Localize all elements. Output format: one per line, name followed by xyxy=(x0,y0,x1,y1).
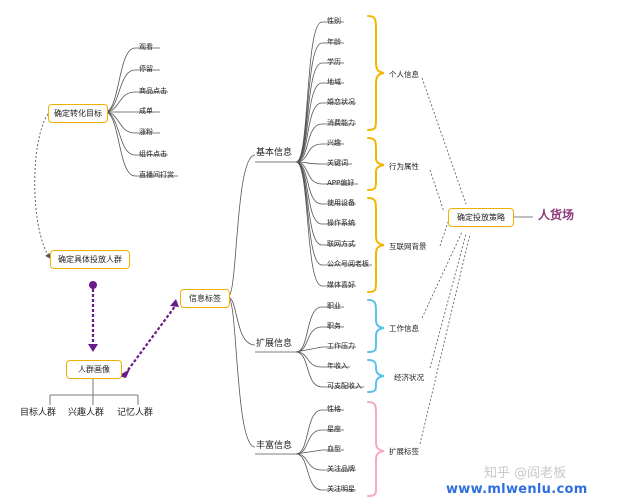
leaf: 使用设备 xyxy=(327,199,355,207)
leaf: 工作压力 xyxy=(327,342,355,350)
group-label: 工作信息 xyxy=(389,324,419,333)
site-watermark: www.mlwenlu.com xyxy=(446,482,588,497)
strategy-box: 确定投放策略 xyxy=(448,208,514,227)
leaf: 年收入 xyxy=(327,362,348,370)
zhihu-watermark: 知乎 @阎老板 xyxy=(484,466,567,481)
branch-label: 基本信息 xyxy=(256,148,293,158)
goal-box: 确定转化目标 xyxy=(48,104,108,123)
leaf: 关键词 xyxy=(327,159,348,167)
leaf: 可支配收入 xyxy=(327,382,362,390)
leaf: 消费能力 xyxy=(327,119,355,127)
leaf: 性别 xyxy=(327,17,341,25)
goal-item: 直播间打赏 xyxy=(139,171,174,179)
goal-item: 商品点击 xyxy=(139,87,167,95)
group-label: 行为属性 xyxy=(389,162,419,171)
audience-box: 确定具体投放人群 xyxy=(50,250,130,269)
leaf: 学历 xyxy=(327,58,341,66)
goal-item: 停留 xyxy=(139,65,153,73)
goal-item: 成单 xyxy=(139,107,153,115)
leaf: 联网方式 xyxy=(327,240,355,248)
goal-item: 组件点击 xyxy=(139,150,167,158)
leaf: 兴趣 xyxy=(327,139,341,147)
branch-label: 扩展信息 xyxy=(256,339,293,349)
leaf: 媒体喜好 xyxy=(327,281,355,289)
leaf: 公众号阅老板 xyxy=(327,260,369,268)
leaf: 婚恋状况 xyxy=(327,98,355,106)
leaf: 星座 xyxy=(327,425,341,433)
leaf: 职务 xyxy=(327,322,341,330)
goal-item: 观看 xyxy=(139,43,153,51)
group-label: 经济状况 xyxy=(394,373,424,382)
leaf: APP偏好 xyxy=(327,179,355,187)
group-label: 互联网背景 xyxy=(389,242,427,251)
result-label: 人货场 xyxy=(538,208,575,222)
leaf: 地域 xyxy=(327,78,341,86)
leaf: 性格 xyxy=(327,405,341,413)
persona-child: 目标人群 xyxy=(20,408,57,418)
leaf: 关注明星 xyxy=(327,485,355,493)
tags-box: 信息标签 xyxy=(180,289,230,308)
leaf: 职业 xyxy=(327,302,341,310)
leaf: 年龄 xyxy=(327,38,341,46)
persona-box: 人群画像 xyxy=(66,360,122,379)
leaf: 血型 xyxy=(327,445,341,453)
group-label: 扩展标签 xyxy=(389,447,419,456)
goal-item: 涨粉 xyxy=(139,128,153,136)
persona-child: 记忆人群 xyxy=(117,408,154,418)
leaf: 关注品牌 xyxy=(327,465,355,473)
persona-child: 兴趣人群 xyxy=(68,408,105,418)
group-label: 个人信息 xyxy=(389,70,419,79)
leaf: 操作系统 xyxy=(327,219,355,227)
branch-label: 丰富信息 xyxy=(256,441,293,451)
